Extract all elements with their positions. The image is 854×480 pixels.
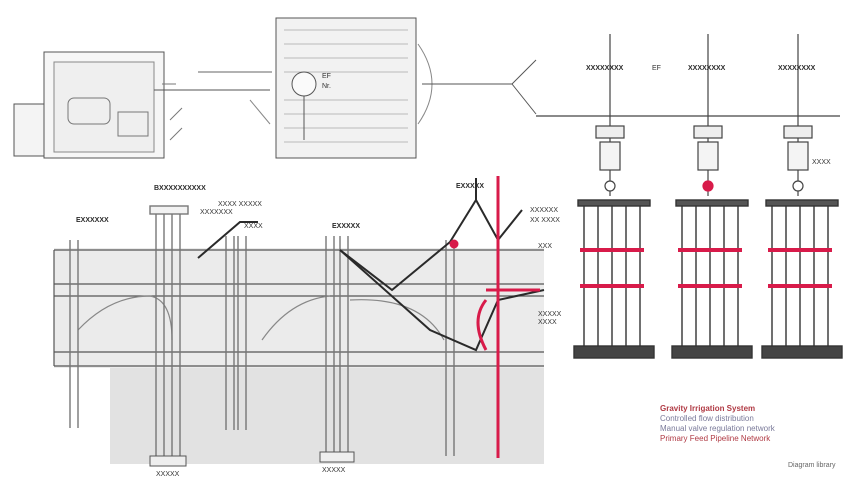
- label-sub-header-3: XXXX: [244, 223, 263, 230]
- legend-line-1: Controlled flow distribution: [660, 414, 754, 423]
- rack-label-3: XXXXXXXX: [778, 65, 816, 72]
- label-left-header: EXXXXXX: [76, 217, 109, 224]
- vertical-pipes: [69, 205, 455, 460]
- frame-structure: [53, 249, 544, 367]
- label-header-4: EXXXXX: [332, 223, 360, 230]
- label-header-6: XXXXXX: [530, 207, 558, 214]
- rack-unit-1: [573, 199, 655, 359]
- label-mid-header: BXXXXXXXXXX: [154, 185, 206, 192]
- rack-unit-2: [671, 199, 753, 359]
- label-sub-header-1: XXXXXXX: [200, 209, 233, 216]
- label-water-mark-2: XXXX: [538, 319, 557, 326]
- label-bottom-1: XXXXX: [156, 471, 180, 478]
- ground-shading: [54, 248, 544, 464]
- meter-panel: [198, 17, 537, 159]
- label-right-mark: XXX: [538, 243, 552, 250]
- control-box-assembly: [13, 51, 270, 159]
- meter-label-nr: Nr.: [322, 83, 331, 90]
- diagonal-links: [197, 178, 545, 352]
- label-water-mark-1: XXXXX: [538, 311, 562, 318]
- rack-tag: XXXX: [812, 159, 831, 166]
- feed-pipeline: [449, 176, 540, 458]
- label-bottom-2: XXXXX: [322, 467, 346, 474]
- label-header-6b: XX XXXX: [530, 217, 560, 224]
- distribution-manifold: [536, 34, 840, 196]
- label-header-5: EXXXXX: [456, 183, 484, 190]
- legend-line-3: Primary Feed Pipeline Network: [660, 434, 771, 443]
- rack-unit-3: [761, 199, 843, 359]
- rack-label-2: XXXXXXXX: [688, 65, 726, 72]
- legend: Gravity Irrigation System Controlled flo…: [660, 404, 810, 444]
- credit-text: Diagram library: [788, 462, 836, 469]
- bottom-valves: [149, 451, 355, 467]
- manifold-tag: EF: [652, 65, 661, 72]
- label-sub-header-2: XXXX XXXXX: [218, 201, 262, 208]
- rack-label-1: XXXXXXXX: [586, 65, 624, 72]
- legend-title: Gravity Irrigation System: [660, 404, 756, 413]
- meter-label-ef: EF: [322, 73, 331, 80]
- legend-line-2: Manual valve regulation network: [660, 424, 775, 433]
